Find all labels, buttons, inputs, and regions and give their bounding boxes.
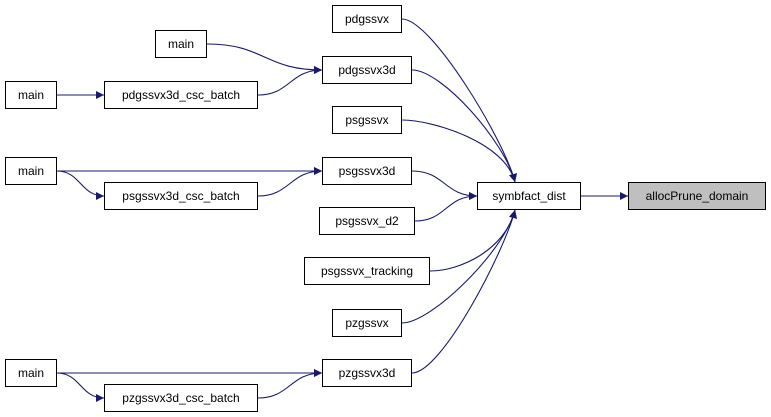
node-psgssvx3d[interactable]: psgssvx3d [322,157,412,185]
node-main[interactable]: main [155,30,207,58]
node-psgssvx-d2[interactable]: psgssvx_d2 [319,207,415,235]
node-psgssvx3d-csc-batch[interactable]: psgssvx3d_csc_batch [104,182,258,210]
node-symbfact-dist[interactable]: symbfact_dist [477,182,581,210]
node-allocprune-domain: allocPrune_domain [628,182,766,210]
node-psgssvx-tracking[interactable]: psgssvx_tracking [304,257,430,285]
edge-psgssvx3d_csc_batch-to-psgssvx3d [257,167,323,197]
node-main[interactable]: main [5,359,57,387]
edge-psgssvx-to-symbfact_dist [401,119,517,183]
edge-pzgssvx-to-symbfact_dist [401,209,517,324]
node-pzgssvx[interactable]: pzgssvx [332,309,402,337]
node-main[interactable]: main [5,157,57,185]
edge-pzgssvx3d_csc_batch-to-pzgssvx3d [257,369,323,399]
edge-psgssvx_d2-to-symbfact_dist [414,192,478,222]
edge-psgssvx3d-to-symbfact_dist [411,170,478,200]
edge-pdgssvx-to-symbfact_dist [401,18,517,183]
node-pdgssvx[interactable]: pdgssvx [332,5,402,33]
node-psgssvx[interactable]: psgssvx [332,106,402,134]
edge-main_1-to-pdgssvx3d [206,43,323,74]
node-main[interactable]: main [5,81,57,109]
edge-pzgssvx3d-to-symbfact_dist [411,209,517,374]
edge-pdgssvx3d_csc_batch-to-pdgssvx3d [257,66,323,96]
node-pdgssvx3d[interactable]: pdgssvx3d [322,56,412,84]
edge-main_3-to-psgssvx3d_csc_batch [56,170,105,200]
edge-main_4-to-pzgssvx3d_csc_batch [56,372,105,402]
node-pzgssvx3d-csc-batch[interactable]: pzgssvx3d_csc_batch [104,384,258,412]
node-pzgssvx3d[interactable]: pzgssvx3d [322,359,412,387]
node-pdgssvx3d-csc-batch[interactable]: pdgssvx3d_csc_batch [104,81,258,109]
edge-pdgssvx3d-to-symbfact_dist [411,69,517,183]
edge-psgssvx_tracking-to-symbfact_dist [429,209,517,272]
